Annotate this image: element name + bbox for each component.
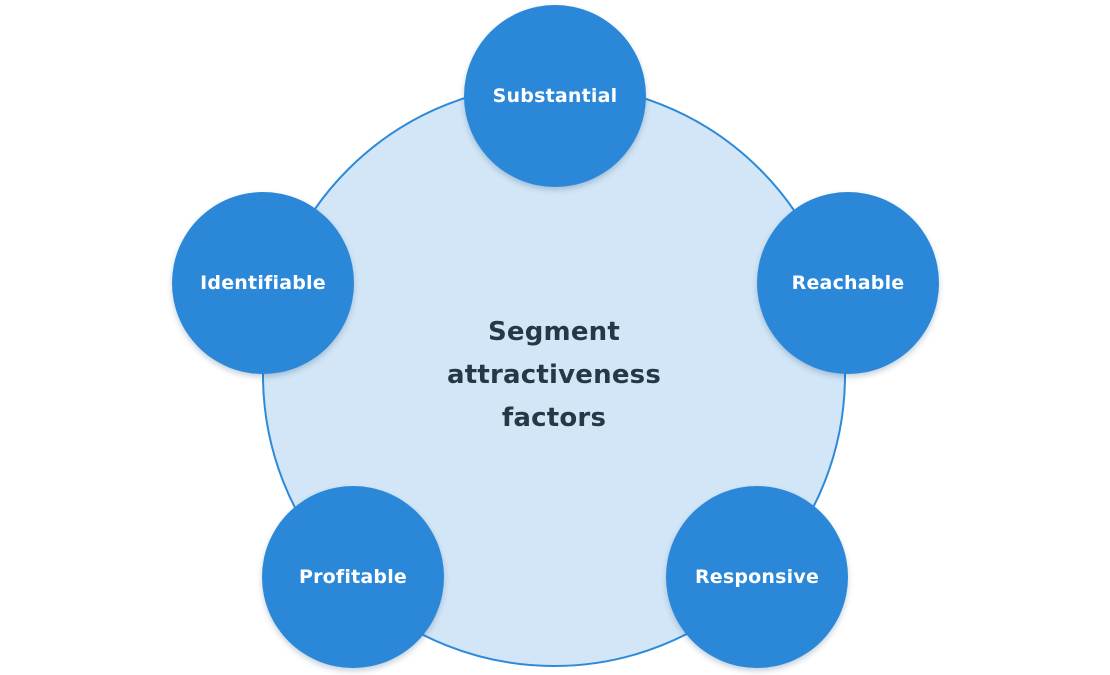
factor-node-profitable: Profitable [262,486,444,668]
center-title: Segment attractiveness factors [447,317,661,433]
factor-node-responsive: Responsive [666,486,848,668]
factor-node-identifiable: Identifiable [172,192,354,374]
factor-label-substantial: Substantial [492,85,618,107]
factor-label-profitable: Profitable [298,566,408,588]
factor-node-reachable: Reachable [757,192,939,374]
factor-label-identifiable: Identifiable [200,272,326,294]
factor-label-responsive: Responsive [694,566,820,588]
factor-node-substantial: Substantial [464,5,646,187]
factor-label-reachable: Reachable [791,272,905,294]
